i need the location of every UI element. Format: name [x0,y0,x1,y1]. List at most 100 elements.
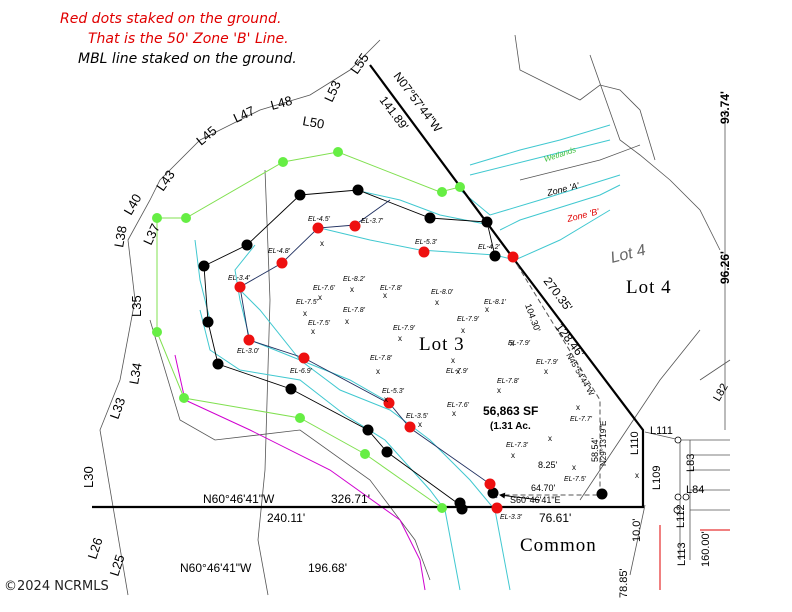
svg-text:EL-8.0': EL-8.0' [431,289,454,296]
black-dots [198,184,608,515]
adjacent-linework [99,34,731,596]
svg-text:x: x [544,367,548,376]
svg-text:EL-7.5': EL-7.5' [296,299,319,306]
svg-text:EL-4.5': EL-4.5' [308,216,331,223]
svg-text:x: x [384,395,388,404]
svg-text:L38: L38 [111,225,130,249]
svg-text:EL-6.9': EL-6.9' [290,368,313,375]
note-zone-b: That is the 50' Zone 'B' Line. [88,31,289,47]
svg-text:L84: L84 [686,484,704,496]
svg-text:EL-4.8': EL-4.8' [268,248,291,255]
svg-text:EL-8.2': EL-8.2' [343,276,366,283]
zone-b-label: Zone 'B' [565,206,600,224]
common-label: Common [520,535,597,556]
copyright: ©2024 NCRMLS [4,579,109,594]
svg-text:58.54': 58.54' [590,437,600,462]
svg-text:x: x [398,334,402,343]
svg-text:N45°54'44"W: N45°54'44"W [564,352,596,398]
svg-text:x: x [452,409,456,418]
svg-text:L43: L43 [153,167,178,193]
svg-text:x: x [418,420,422,429]
svg-text:L47: L47 [231,103,257,126]
svg-text:x: x [345,317,349,326]
svg-text:x: x [572,463,576,472]
svg-text:S60°46'41"E: S60°46'41"E [510,495,561,505]
wetland-line-top [282,151,461,193]
green-dots [152,147,465,513]
svg-text:L111: L111 [650,425,673,437]
svg-text:L34: L34 [126,362,145,386]
svg-text:76.61': 76.61' [539,511,571,525]
svg-text:x: x [510,339,514,348]
svg-text:EL-7.8': EL-7.8' [380,285,403,292]
svg-text:EL-3.0': EL-3.0' [237,348,260,355]
svg-text:L113: L113 [676,542,688,566]
svg-text:x: x [435,298,439,307]
svg-text:EL-7.9': EL-7.9' [508,340,531,347]
svg-text:x: x [548,434,552,443]
line-labels: L55 L53 L48 L50 L47 L45 L43 L40 L38 L37 … [81,50,731,578]
monuments [673,436,690,514]
svg-text:EL-7.5': EL-7.5' [564,476,587,483]
note-mbl: MBL line staked on the ground. [78,51,297,67]
lot4-label: Lot 4 [626,277,672,298]
svg-text:L30: L30 [81,466,96,488]
svg-text:64.70': 64.70' [531,483,556,493]
svg-text:x: x [461,326,465,335]
svg-text:EL-5.3': EL-5.3' [415,239,438,246]
svg-text:x: x [320,239,324,248]
svg-text:L40: L40 [121,191,145,217]
svg-text:L112: L112 [675,504,687,528]
svg-text:x: x [511,451,515,460]
svg-text:x: x [635,471,639,480]
zone-a-label: Zone 'A' [545,180,580,198]
svg-text:x: x [576,403,580,412]
svg-text:EL-3.4': EL-3.4' [228,275,251,282]
svg-text:EL-4.2': EL-4.2' [478,244,501,251]
zone-lines [194,124,621,591]
svg-text:EL-7.6': EL-7.6' [313,285,336,292]
svg-text:L53: L53 [321,78,344,104]
svg-text:270.35': 270.35' [541,274,576,314]
svg-text:EL-5.3': EL-5.3' [382,388,405,395]
svg-text:EL-7.6': EL-7.6' [447,402,470,409]
elevation-labels: EL-4.5' EL-3.7' EL-4.8' EL-5.3' EL-4.2' … [228,216,593,521]
svg-text:EL-7.8': EL-7.8' [370,355,393,362]
area-sf: 56,863 SF [483,404,538,418]
svg-text:10.0': 10.0' [631,518,643,542]
dashed-line [500,257,601,496]
svg-text:EL-3.3': EL-3.3' [500,514,523,521]
svg-text:x: x [383,291,387,300]
svg-text:196.68': 196.68' [308,561,347,575]
svg-text:L110: L110 [629,431,641,455]
svg-text:EL-7.3': EL-7.3' [506,442,529,449]
svg-text:x: x [376,367,380,376]
svg-text:L82: L82 [711,382,731,404]
svg-text:160.00': 160.00' [700,531,712,567]
svg-text:L45: L45 [193,123,219,148]
svg-text:L83: L83 [685,454,697,472]
svg-text:EL-7.5': EL-7.5' [308,320,331,327]
svg-text:EL-7.9': EL-7.9' [536,359,559,366]
svg-text:x: x [318,293,322,302]
svg-text:x: x [451,356,455,365]
svg-text:78.85': 78.85' [618,568,630,598]
svg-text:L26: L26 [85,536,106,561]
svg-text:L37: L37 [140,221,163,247]
svg-text:L55: L55 [347,50,372,76]
svg-text:N60°46'41"W: N60°46'41"W [203,492,275,506]
svg-text:EL-7.7': EL-7.7' [570,416,593,423]
svg-text:EL-7.8': EL-7.8' [343,307,366,314]
svg-text:104.30': 104.30' [523,302,542,333]
svg-text:93.74': 93.74' [718,91,732,124]
red-lines [659,525,730,590]
lot4-sketch-label: Lot 4 [609,242,648,267]
svg-text:EL-7.9': EL-7.9' [446,368,469,375]
svg-text:x: x [497,386,501,395]
note-red-dots: Red dots staked on the ground. [60,11,282,27]
svg-text:326.71': 326.71' [331,492,370,506]
svg-text:x: x [456,367,460,376]
svg-text:8.25': 8.25' [538,460,558,470]
